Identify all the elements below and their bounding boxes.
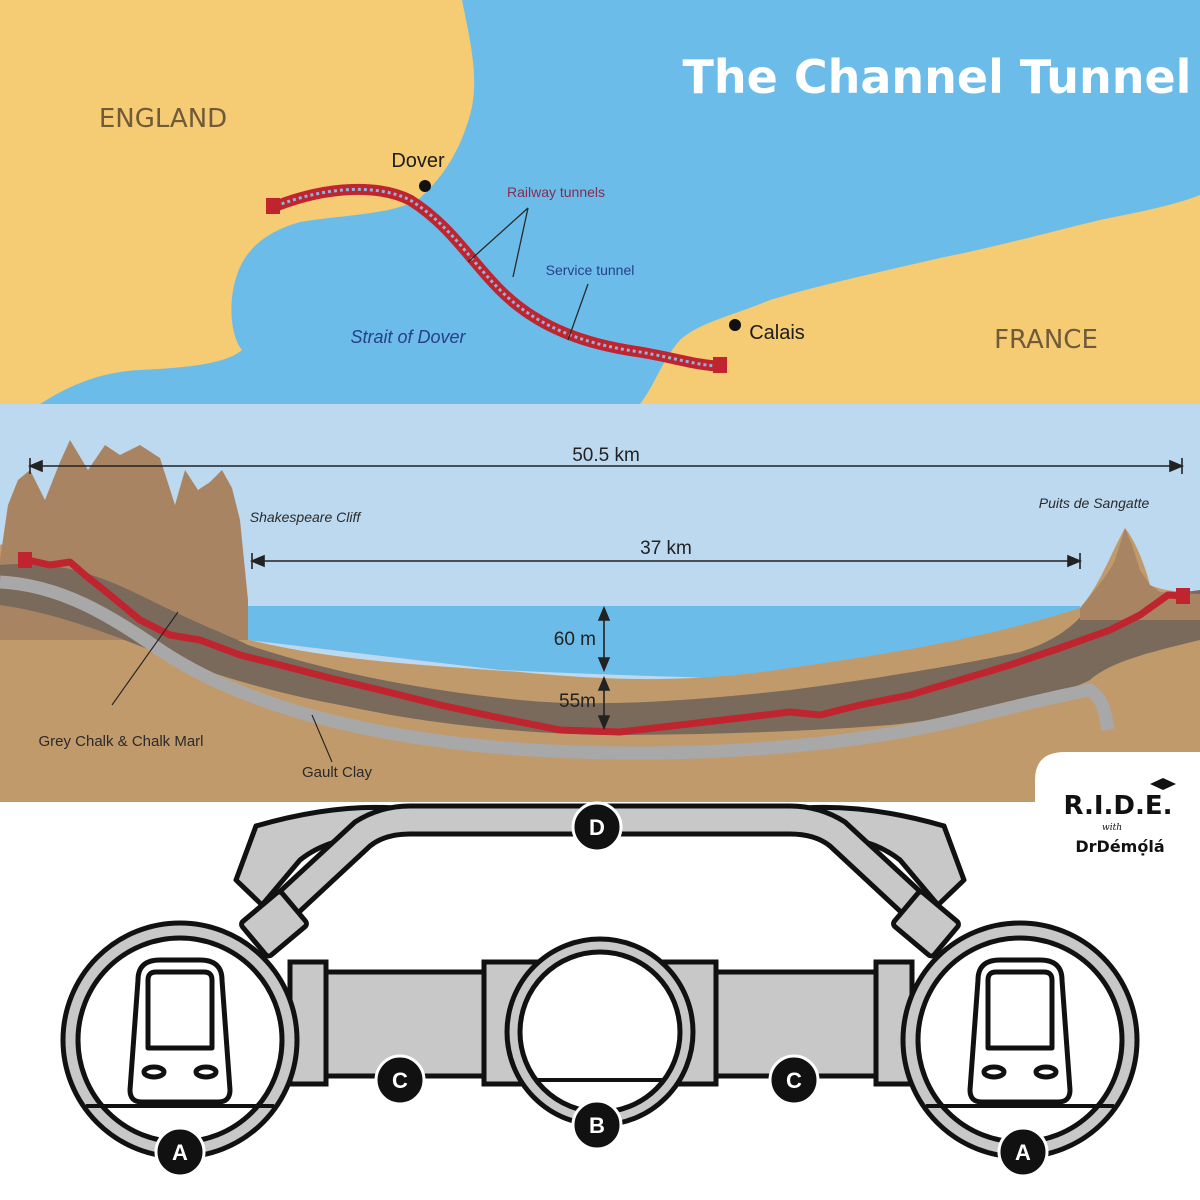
grey-chalk-label: Grey Chalk & Chalk Marl [38, 733, 203, 750]
france-label: FRANCE [994, 325, 1098, 355]
profile-france-terminal [1176, 588, 1190, 604]
dover-marker [419, 180, 431, 192]
strait-label: Strait of Dover [350, 327, 466, 347]
logo-main-text: R.I.D.E. [1063, 791, 1172, 821]
england-label: ENGLAND [99, 104, 227, 134]
tunnel-route [266, 183, 727, 373]
badge-a-left: A [154, 1126, 206, 1178]
service-tunnel-inner [517, 949, 683, 1115]
france-landmass [640, 195, 1200, 404]
connector-right [891, 889, 961, 959]
graduation-cap-icon [1150, 778, 1176, 790]
england-landmass [0, 0, 475, 404]
map-panel: The Channel Tunnel ENGLAND FRANCE Dover … [0, 0, 1200, 404]
dimension-lines [27, 458, 1185, 763]
cross-section: A A B C C D [60, 801, 1140, 1178]
england-terminal [266, 198, 280, 214]
ride-logo: R.I.D.E. with DrDémọ́lá [1035, 752, 1200, 872]
badge-a-right: A [997, 1126, 1049, 1178]
badge-a-right-text: A [1015, 1140, 1031, 1165]
logo-sub-text: DrDémọ́lá [1075, 837, 1164, 856]
shakespeare-cliff-label: Shakespeare Cliff [250, 509, 363, 525]
badge-c-left-text: C [392, 1068, 408, 1093]
undersea-length-label: 37 km [640, 538, 692, 559]
badge-b-text: B [589, 1113, 605, 1138]
train-icon-left [127, 957, 233, 1105]
profile-england-terminal [18, 552, 32, 568]
gault-clay-label: Gault Clay [302, 764, 373, 781]
connector-left [239, 889, 309, 959]
service-tunnel-label: Service tunnel [546, 262, 635, 278]
gault-clay-layer [0, 575, 1115, 760]
service-tunnel-line [275, 187, 721, 368]
total-length-label: 50.5 km [572, 445, 640, 466]
sangatte-label: Puits de Sangatte [1039, 495, 1150, 511]
pointer-lines [467, 207, 589, 341]
logo-with-text: with [1102, 823, 1122, 833]
badge-c-right: C [768, 1054, 820, 1106]
tunnel-profile-line [27, 556, 1186, 736]
map-title: The Channel Tunnel [683, 50, 1192, 104]
grey-chalk-band [0, 564, 1200, 735]
calais-marker [729, 319, 741, 331]
badge-d-text: D [589, 815, 605, 840]
rock-depth-label: 55m [559, 691, 596, 712]
railway-tunnel-left-inner [75, 935, 285, 1145]
badge-c-right-text: C [786, 1068, 802, 1093]
badge-c-left: C [374, 1054, 426, 1106]
badge-b: B [571, 1099, 623, 1151]
badge-d: D [571, 801, 623, 853]
badge-a-left-text: A [172, 1140, 188, 1165]
train-icon-right [967, 957, 1073, 1105]
railway-tunnel-right-inner [915, 935, 1125, 1145]
france-terminal [713, 357, 727, 373]
profile-panel: 50.5 km 37 km 60 m 55m Shakespeare Cliff… [0, 404, 1200, 802]
sea-depth-label: 60 m [554, 629, 596, 650]
dover-label: Dover [391, 150, 445, 172]
railway-tunnels-label: Railway tunnels [507, 184, 605, 200]
calais-label: Calais [749, 322, 805, 344]
